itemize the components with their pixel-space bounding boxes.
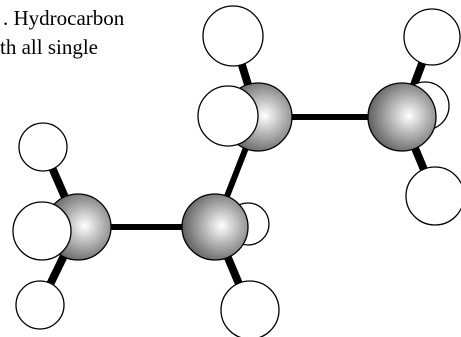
carbon-atom xyxy=(181,193,249,261)
hydrogens-front xyxy=(12,5,461,337)
carbon-atom xyxy=(367,82,437,152)
hydrogen-atom xyxy=(202,5,264,67)
hydrogen-atom xyxy=(18,122,68,172)
caption-line-1: . Hydrocarbon xyxy=(3,6,125,30)
hydrogen-atom xyxy=(403,8,461,66)
hydrogen-atom xyxy=(12,201,72,261)
hydrogen-atom xyxy=(197,85,259,147)
hydrogen-atom xyxy=(405,166,461,226)
hydrogen-atom xyxy=(15,280,65,330)
caption-line-2: th all single xyxy=(0,35,98,59)
caption-text: . Hydrocarbon th all single xyxy=(0,4,124,62)
hydrogen-atom xyxy=(220,280,280,337)
